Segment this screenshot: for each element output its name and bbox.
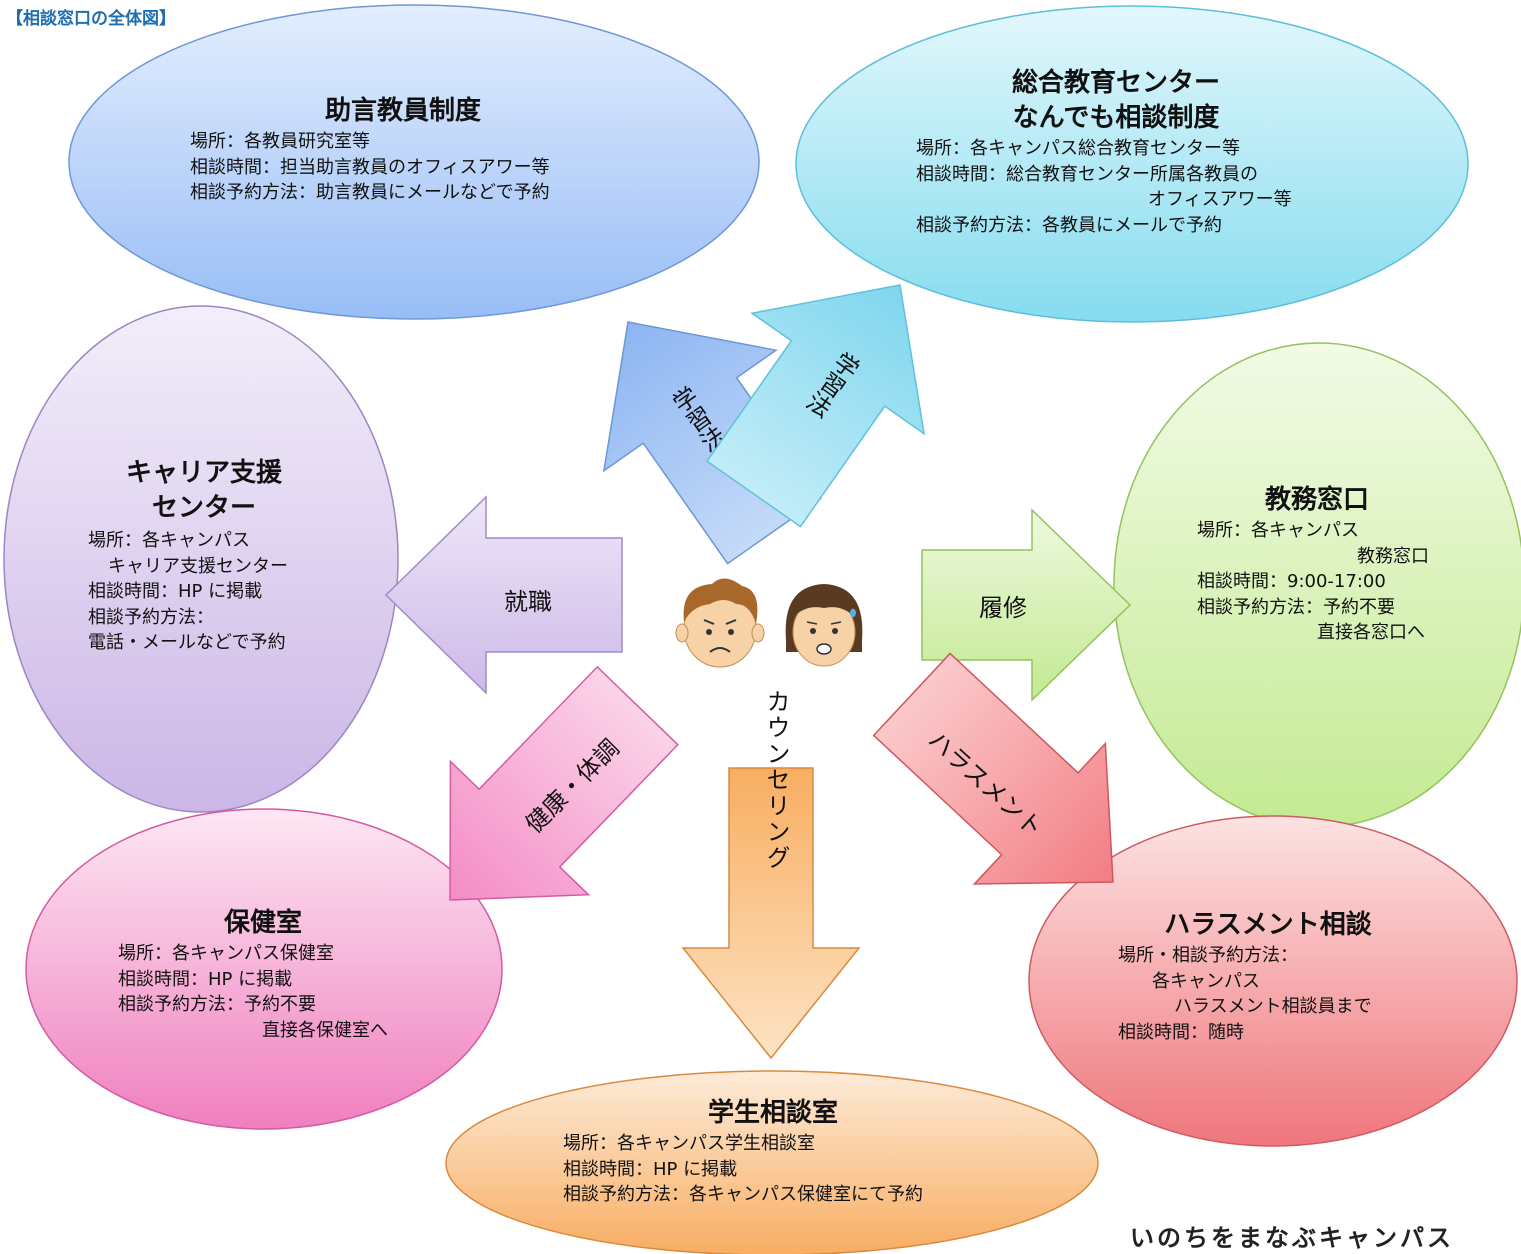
career-bubble: [3, 305, 399, 813]
center-title-1: 総合教育センター: [1011, 68, 1220, 98]
advisor-line: 場所：各教員研究室等: [190, 131, 370, 153]
health-line: 相談時間：HP に掲載: [118, 968, 293, 990]
harassment-info: ハラスメント相談 場所・相談予約方法： 各キャンパス ハラスメント相談員まで 相…: [1118, 908, 1438, 1045]
arrow-learning-center: 学習法: [706, 284, 926, 528]
harassment-line: 場所・相談予約方法：: [1118, 945, 1298, 967]
arrow-health: [449, 665, 679, 901]
kyomu-title: 教務窓口: [1264, 485, 1369, 515]
career-line: 相談時間：HP に掲載: [88, 581, 263, 603]
center-title-2: なんでも相談制度: [1012, 103, 1220, 134]
harassment-line: 各キャンパス: [1152, 970, 1260, 992]
health-bubble: [25, 808, 503, 1130]
harassment-bubble: [1028, 815, 1518, 1147]
center-bubble: [795, 5, 1469, 323]
kyomu-line: 教務窓口: [1357, 545, 1429, 567]
advisor-title: 助言教員制度: [324, 96, 481, 126]
counseling-line: 相談時間：HP に掲載: [563, 1158, 738, 1180]
worried-girl-icon: [785, 584, 863, 667]
page-title: 【相談窓口の全体図】: [6, 9, 176, 29]
arrow-label-kyomu: 履修: [979, 594, 1027, 622]
center-line: 相談予約方法：各教員にメールで予約: [916, 214, 1222, 236]
center-line: オフィスアワー等: [1148, 189, 1292, 211]
career-line: 電話・メールなどで予約: [88, 632, 286, 654]
arrow-label-counseling: カウンセリング: [762, 689, 790, 871]
brand-logo-text: いのちをまなぶキャンパス: [1130, 1224, 1454, 1252]
arrow-kyomu: [921, 508, 1132, 702]
harassment-title: ハラスメント相談: [1164, 910, 1372, 940]
health-title: 保健室: [223, 908, 302, 938]
career-line: 場所：各キャンパス: [88, 530, 250, 552]
health-line: 直接各保健室へ: [262, 1019, 388, 1041]
center-line: 相談時間：総合教育センター所属各教員の: [916, 163, 1258, 185]
arrow-career: [384, 495, 623, 695]
worried-boy-icon: [675, 578, 765, 668]
arrow-harassment: [872, 652, 1114, 885]
advisor-bubble: [68, 4, 760, 320]
health-line: 相談予約方法：予約不要: [118, 994, 316, 1016]
kyomu-line: 場所：各キャンパス: [1197, 520, 1359, 542]
kyomu-line: 相談時間：9:00-17:00: [1197, 571, 1386, 593]
health-info: 保健室 場所：各キャンパス保健室 相談時間：HP に掲載 相談予約方法：予約不要…: [118, 906, 438, 1043]
counseling-line: 相談予約方法：各キャンパス保健室にて予約: [563, 1184, 923, 1206]
career-title-1: キャリア支援: [125, 458, 282, 488]
arrow-label-career: 就職: [504, 588, 552, 616]
counseling-bubble: [445, 1070, 1099, 1254]
counseling-line: 場所：各キャンパス学生相談室: [563, 1133, 815, 1155]
health-line: 場所：各キャンパス保健室: [118, 943, 334, 965]
center-info: 総合教育センター なんでも相談制度 場所：各キャンパス総合教育センター等 相談時…: [916, 66, 1336, 238]
advisor-line: 相談時間：担当助言教員のオフィスアワー等: [190, 156, 550, 178]
counseling-title: 学生相談室: [707, 1098, 838, 1128]
advisor-line: 相談予約方法：助言教員にメールなどで予約: [190, 182, 550, 204]
harassment-line: 相談時間：随時: [1118, 1021, 1244, 1043]
advisor-info: 助言教員制度 場所：各教員研究室等 相談時間：担当助言教員のオフィスアワー等 相…: [190, 94, 650, 206]
kyomu-line: 相談予約方法：予約不要: [1197, 596, 1395, 618]
center-line: 場所：各キャンパス総合教育センター等: [916, 138, 1240, 160]
counseling-info: 学生相談室 場所：各キャンパス学生相談室 相談時間：HP に掲載 相談予約方法：…: [563, 1096, 1003, 1208]
career-line: キャリア支援センター: [108, 555, 288, 577]
kyomu-info: 教務窓口 場所：各キャンパス 教務窓口 相談時間：9:00-17:00 相談予約…: [1197, 483, 1477, 646]
kyomu-line: 直接各窓口へ: [1317, 622, 1425, 644]
harassment-line: ハラスメント相談員まで: [1174, 996, 1372, 1018]
career-title-2: センター: [151, 493, 256, 524]
career-info: キャリア支援 センター 場所：各キャンパス キャリア支援センター 相談時間：HP…: [88, 456, 348, 656]
arrow-counseling: [681, 767, 861, 1060]
career-line: 相談予約方法：: [88, 606, 214, 628]
